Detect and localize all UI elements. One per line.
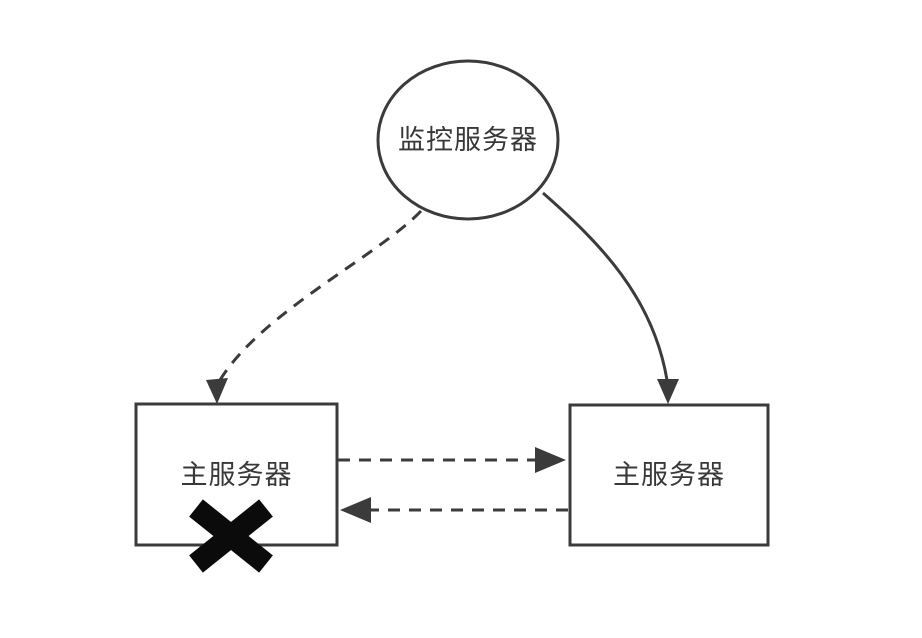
- node-label-master-server-right: 主服务器: [613, 460, 725, 490]
- failure-cross-icon: [189, 499, 273, 573]
- node-label-master-server-left: 主服务器: [180, 460, 293, 490]
- edge-monitor-to-left-master: [218, 209, 423, 381]
- node-master-server-right: [568, 403, 770, 547]
- arrowhead-right-master-to-left-master: [340, 497, 371, 523]
- node-label-monitor-server: 监控服务器: [398, 125, 538, 155]
- arrowhead-monitor-to-left-master: [206, 378, 228, 404]
- edge-monitor-to-right-master: [542, 191, 669, 381]
- arrowhead-monitor-to-right-master: [657, 379, 679, 404]
- failure-cross-stroke-2: [189, 499, 273, 573]
- node-monitor-server: [376, 59, 560, 221]
- arrowhead-left-master-to-right-master: [535, 447, 566, 473]
